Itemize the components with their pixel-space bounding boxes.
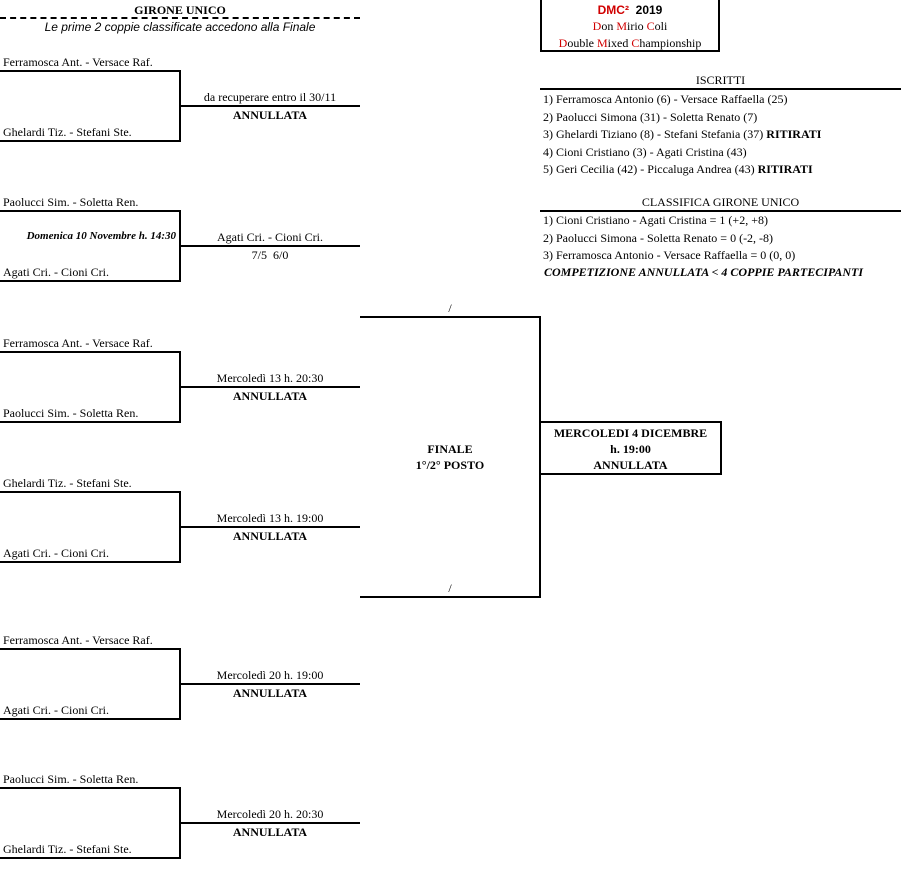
bracket-line <box>0 491 181 493</box>
classifica-item: 3) Ferramosca Antonio - Versace Raffaell… <box>543 248 796 262</box>
match-bottom-team: Agati Cri. - Cioni Cri. <box>3 546 109 560</box>
status-badge: RITIRATI <box>766 127 822 141</box>
bracket-line <box>180 105 360 107</box>
match-info: Agati Cri. - Cioni Cri. <box>217 230 323 244</box>
classifica-item: 1) Cioni Cristiano - Agati Cristina = 1 … <box>543 213 768 227</box>
match-info: da recuperare entro il 30/11 <box>203 90 337 104</box>
match-result: ANNULLATA <box>232 825 308 839</box>
classifica-title: CLASSIFICA GIRONE UNICO <box>641 195 800 209</box>
status-badge: RITIRATI <box>757 162 813 176</box>
logo-line3: Double Mixed Championship <box>558 36 702 50</box>
bracket-line <box>0 421 181 423</box>
dashed-divider <box>0 17 360 19</box>
iscritti-item: 5) Geri Cecilia (42) - Piccaluga Andrea … <box>543 162 813 176</box>
match-top-team: Ferramosca Ant. - Versace Raf. <box>3 55 153 69</box>
bracket-line <box>0 280 181 282</box>
iscritti-title: ISCRITTI <box>695 73 746 87</box>
match-result: ANNULLATA <box>232 389 308 403</box>
final-label: FINALE <box>427 442 473 456</box>
logo-box: DMC² 2019 Don Mirio Coli Double Mixed Ch… <box>540 0 720 52</box>
bracket-line <box>0 648 181 650</box>
match-result: ANNULLATA <box>232 108 308 122</box>
match-top-team: Ghelardi Tiz. - Stefani Ste. <box>3 476 132 490</box>
bracket-line <box>0 70 181 72</box>
match-bottom-team: Agati Cri. - Cioni Cri. <box>3 703 109 717</box>
iscritti-item: 2) Paolucci Simona (31) - Soletta Renato… <box>543 109 758 124</box>
final-info-box: MERCOLEDI 4 DICEMBRE h. 19:00 ANNULLATA <box>539 421 722 475</box>
match-bottom-team: Paolucci Sim. - Soletta Ren. <box>3 406 139 420</box>
iscritti-divider <box>540 88 901 90</box>
bracket-line <box>180 386 360 388</box>
classifica-divider <box>540 210 901 212</box>
match-bottom-team: Agati Cri. - Cioni Cri. <box>3 265 109 279</box>
bracket-line <box>180 822 360 824</box>
iscritti-item: 4) Cioni Cristiano (3) - Agati Cristina … <box>543 144 747 159</box>
final-bottom-slot: / <box>448 581 452 595</box>
final-result: ANNULLATA <box>593 458 668 472</box>
match-result: 7/5 6/0 <box>251 248 289 262</box>
bracket-line <box>0 787 181 789</box>
final-bottom-line <box>360 596 541 598</box>
bracket-line <box>180 683 360 685</box>
match-result: ANNULLATA <box>232 686 308 700</box>
bracket-line <box>0 140 181 142</box>
match-info: Mercoledì 13 h. 19:00 <box>216 511 324 525</box>
match-date: Domenica 10 Novembre h. 14:30 <box>26 230 176 242</box>
final-date: MERCOLEDI 4 DICEMBRE <box>553 426 708 440</box>
classifica-note: COMPETIZIONE ANNULLATA < 4 COPPIE PARTEC… <box>544 265 863 279</box>
bracket-line <box>0 351 181 353</box>
final-position-label: 1°/2° POSTO <box>415 458 485 472</box>
final-top-line <box>360 316 541 318</box>
girone-title: GIRONE UNICO <box>134 3 226 17</box>
logo-dmc: DMC² <box>597 3 629 17</box>
bracket-line <box>0 857 181 859</box>
bracket-line <box>0 561 181 563</box>
match-info: Mercoledì 13 h. 20:30 <box>216 371 324 385</box>
match-top-team: Paolucci Sim. - Soletta Ren. <box>3 772 139 786</box>
iscritti-item: 1) Ferramosca Antonio (6) - Versace Raff… <box>543 92 788 106</box>
classifica-item: 2) Paolucci Simona - Soletta Renato = 0 … <box>543 230 774 245</box>
bracket-line <box>0 210 181 212</box>
match-bottom-team: Ghelardi Tiz. - Stefani Ste. <box>3 842 132 856</box>
bracket-line <box>0 718 181 720</box>
final-top-slot: / <box>448 301 452 315</box>
match-bottom-team: Ghelardi Tiz. - Stefani Ste. <box>3 125 132 139</box>
final-time: h. 19:00 <box>610 442 651 456</box>
logo-year: 2019 <box>635 3 663 17</box>
match-info: Mercoledì 20 h. 20:30 <box>216 807 324 821</box>
bracket-line <box>180 245 360 247</box>
iscritti-item: 3) Ghelardi Tiziano (8) - Stefani Stefan… <box>543 127 822 141</box>
match-top-team: Paolucci Sim. - Soletta Ren. <box>3 195 139 209</box>
girone-subtitle: Le prime 2 coppie classificate accedono … <box>44 20 316 34</box>
match-top-team: Ferramosca Ant. - Versace Raf. <box>3 336 153 350</box>
logo-line2: Don Mirio Coli <box>592 19 668 33</box>
match-result: ANNULLATA <box>232 529 308 543</box>
match-top-team: Ferramosca Ant. - Versace Raf. <box>3 633 153 647</box>
match-info: Mercoledì 20 h. 19:00 <box>216 668 324 682</box>
bracket-line <box>180 526 360 528</box>
